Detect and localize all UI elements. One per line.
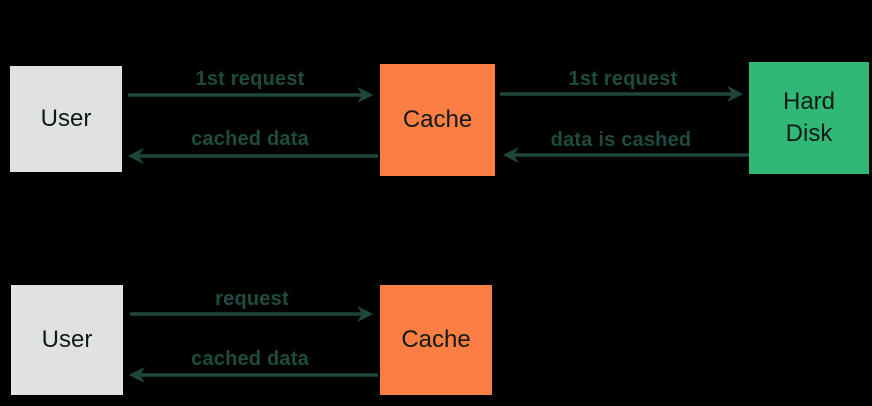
node-cache-row2: Cache (380, 285, 492, 395)
node-user-row1: User (10, 66, 122, 172)
node-hard-disk: Hard Disk (749, 62, 869, 174)
node-user-row2-label: User (41, 326, 93, 353)
node-cache-row1: Cache (380, 64, 495, 176)
edge-label-first-request-user-cache: 1st request (195, 68, 305, 90)
node-cache-row2-label: Cache (401, 326, 471, 353)
node-user-row2: User (11, 285, 123, 395)
node-user-row1-label: User (40, 105, 92, 132)
edge-label-cached-data-row2: cached data (191, 348, 309, 370)
node-cache-row1-label: Cache (402, 106, 473, 133)
node-hard-disk-label: Hard Disk (782, 87, 836, 147)
edge-label-request: request (215, 288, 289, 310)
edge-label-data-is-cashed: data is cashed (550, 129, 692, 151)
edge-label-cached-data-row1: cached data (191, 128, 309, 150)
edge-label-first-request-cache-disk: 1st request (568, 68, 678, 90)
